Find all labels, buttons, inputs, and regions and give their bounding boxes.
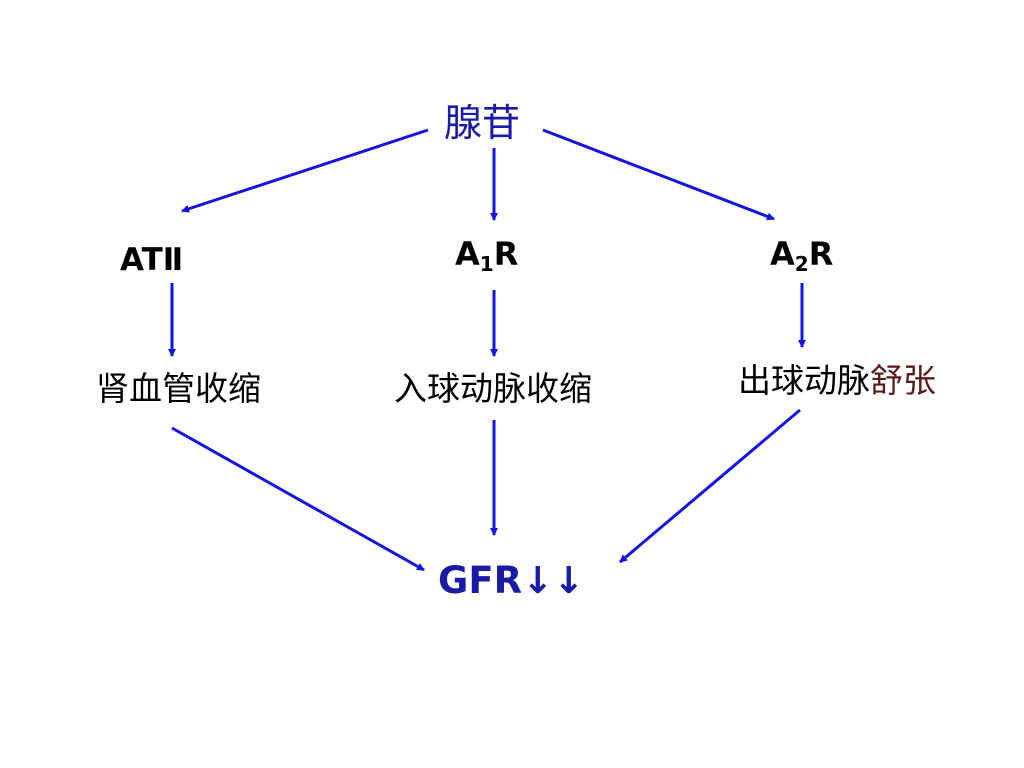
a2-receptor-label: A2R [770,238,833,274]
at2-receptor-label: ATⅡ [120,242,184,278]
a1-receptor-suffix: R [493,235,519,273]
arrow-renal-to-gfr [171,426,425,572]
renal-vasoconstriction-label: 肾血管收缩 [96,369,261,408]
adenosine-label: 腺苷 [444,101,521,145]
efferent-dilation-label: 出球动脉舒张 [738,364,936,397]
a2-receptor-suffix: R [808,235,834,273]
afferent-constriction-label: 入球动脉收缩 [394,369,592,408]
efferent-dilation-prefix: 出球动脉 [738,361,870,400]
a1-receptor-label: A1R [455,238,518,274]
arrow-adenosine-to-at2 [181,128,429,213]
a1-receptor-subscript: 1 [479,252,494,276]
a2-receptor-subscript: 2 [794,252,809,276]
arrow-efferent-to-gfr [619,408,801,564]
a1-receptor-main: A [455,235,480,273]
arrow-adenosine-to-a2r [542,128,775,221]
a2-receptor-main: A [770,235,795,273]
efferent-dilation-suffix: 舒张 [870,361,936,400]
gfr-result-label: GFR↓↓ [438,559,585,602]
